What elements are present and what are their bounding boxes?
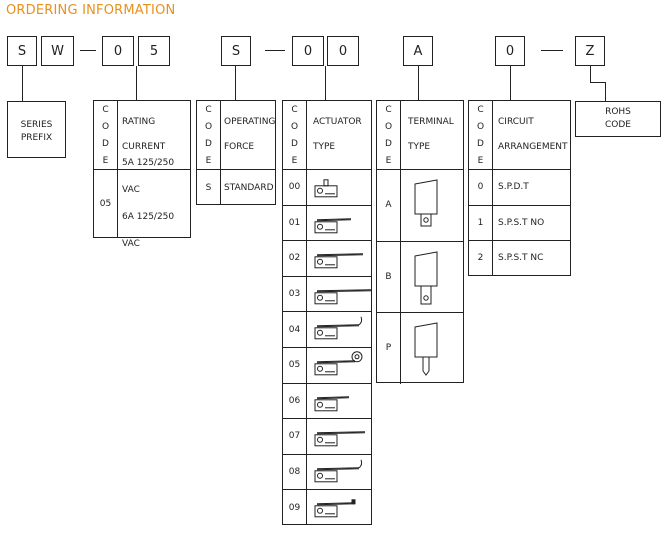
circuit-code: 0	[469, 169, 492, 205]
separator-dash	[541, 50, 563, 51]
actuator-icon-cell	[306, 240, 372, 276]
quick-connect-terminal-icon	[414, 250, 438, 304]
separator-dash	[265, 50, 285, 51]
terminal-header-1: TERMINAL	[408, 117, 454, 127]
actuator-code: 08	[283, 453, 306, 490]
actuator-icon-cell	[306, 347, 372, 383]
code-box-actuator-1: 0	[292, 36, 324, 66]
circuit-header-2: ARRANGEMENT	[498, 142, 568, 152]
series-line-2: PREFIX	[20, 133, 53, 143]
connector-line	[590, 82, 606, 83]
actuator-icon-cell	[306, 204, 372, 241]
operating-value: STANDARD	[224, 182, 274, 193]
connector-line	[605, 82, 606, 101]
rohs-code-box: ROHS CODE	[575, 101, 661, 137]
code-box-terminal: A	[403, 36, 433, 66]
circuit-code: 2	[469, 240, 492, 276]
series-line-1: SERIES	[20, 120, 53, 130]
circuit-code: 1	[469, 204, 492, 241]
terminal-code: A	[377, 169, 400, 241]
operating-code: S	[197, 169, 220, 205]
actuator-hook-lever-icon	[314, 317, 363, 340]
code-box-rating-1: 0	[102, 36, 134, 66]
rating-value-1: 5A 125/250 VAC	[122, 158, 175, 195]
actuator-pin-plunger-icon	[314, 179, 338, 198]
actuator-code: 06	[283, 382, 306, 419]
solder-terminal-icon	[414, 179, 438, 227]
rohs-line-2: CODE	[605, 120, 631, 130]
actuator-short-roller-lever-icon	[314, 395, 350, 411]
connector-line	[590, 66, 591, 82]
code-box-s: S	[7, 36, 37, 66]
actuator-icon-cell	[306, 382, 372, 419]
connector-line	[510, 66, 511, 100]
actuator-code: 00	[283, 169, 306, 205]
rating-header-1: RATING	[122, 117, 156, 127]
actuator-short-lever-icon	[314, 217, 352, 233]
actuator-header-2: TYPE	[313, 142, 336, 152]
rating-code: 05	[94, 169, 117, 238]
actuator-code: 05	[283, 347, 306, 383]
terminal-code: P	[377, 312, 400, 384]
actuator-code: 02	[283, 240, 306, 276]
actuator-icon-cell	[306, 418, 372, 454]
actuator-curved-hook-lever-icon	[314, 459, 363, 483]
actuator-roller-lever-icon	[314, 351, 363, 376]
connector-line	[22, 66, 23, 101]
actuator-long-straight-lever-icon	[314, 431, 366, 447]
actuator-code: 03	[283, 275, 306, 312]
terminal-icon-cell	[400, 169, 464, 241]
terminal-icon-cell	[400, 240, 464, 312]
actuator-code: 09	[283, 489, 306, 525]
actuator-code: 01	[283, 204, 306, 241]
terminal-header-2: TYPE	[408, 142, 431, 152]
rating-value-2: 6A 125/250 VAC	[122, 212, 175, 249]
rating-header-2: CURRENT	[122, 142, 166, 152]
terminal-icon-cell	[400, 312, 464, 384]
code-box-circuit: 0	[495, 36, 525, 66]
actuator-icon-cell	[306, 453, 372, 490]
actuator-header-1: ACTUATOR	[313, 117, 362, 127]
connector-line	[325, 66, 326, 100]
circuit-header-1: CIRCUIT	[498, 117, 534, 127]
series-prefix-box: SERIES PREFIX	[7, 101, 66, 158]
code-box-w: W	[41, 36, 74, 66]
separator-dash	[80, 50, 96, 51]
connector-line	[235, 66, 236, 100]
circuit-value: S.P.D.T	[492, 169, 571, 205]
actuator-medium-lever-icon	[314, 253, 364, 269]
connector-line	[418, 66, 419, 100]
actuator-icon-cell	[306, 169, 372, 205]
connector-line	[136, 66, 137, 100]
actuator-long-lever-icon	[314, 289, 372, 305]
code-box-actuator-2: 0	[327, 36, 359, 66]
actuator-simulated-roller-lever-icon	[314, 499, 356, 518]
page-title: ORDERING INFORMATION	[6, 3, 176, 18]
actuator-code: 07	[283, 418, 306, 454]
actuator-icon-cell	[306, 311, 372, 347]
actuator-code: 04	[283, 311, 306, 347]
code-box-rating-2: 5	[138, 36, 170, 66]
terminal-code: B	[377, 240, 400, 313]
code-box-rohs: Z	[575, 36, 605, 66]
operating-header-2: FORCE	[224, 142, 255, 152]
rohs-line-1: ROHS	[605, 107, 631, 117]
actuator-icon-cell	[306, 489, 372, 525]
actuator-icon-cell	[306, 275, 372, 312]
circuit-value: S.P.S.T NO	[492, 204, 571, 241]
circuit-value: S.P.S.T NC	[492, 240, 571, 276]
pcb-terminal-icon	[414, 322, 438, 376]
operating-header-1: OPERATING	[224, 117, 276, 127]
code-box-force: S	[221, 36, 251, 66]
